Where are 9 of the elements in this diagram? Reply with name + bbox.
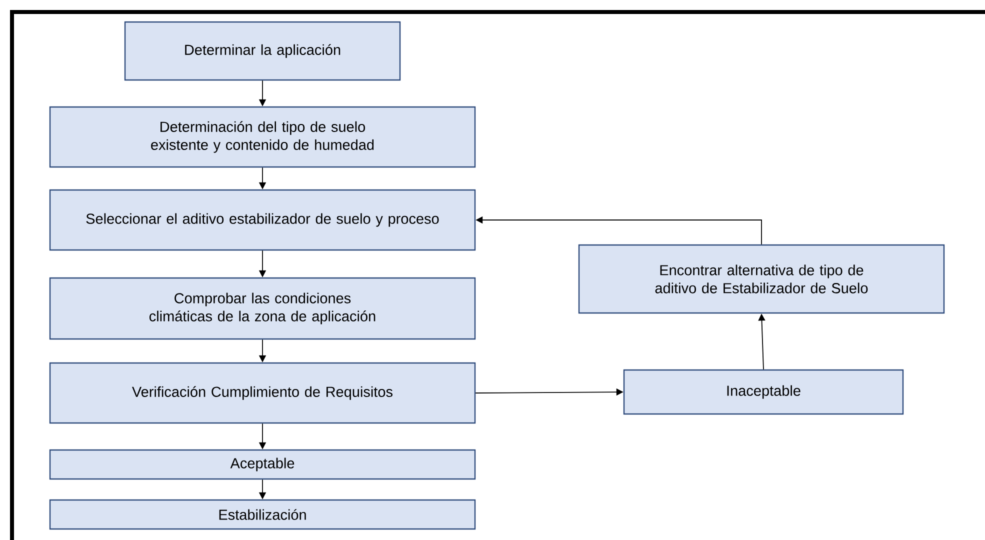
process-box: Comprobar las condiciones climáticas de la zona de aplicación: [49, 277, 476, 340]
process-box: Aceptable: [49, 449, 476, 480]
process-box: Seleccionar el aditivo estabilizador de suelo y proceso: [49, 189, 476, 251]
process-box: Determinar la aplicación: [124, 21, 401, 81]
process-box: Encontrar alternativa de tipo de aditivo de Estabilizador de Suelo: [578, 244, 945, 314]
process-box: Verificación Cumplimiento de Requisitos: [49, 362, 476, 424]
process-box: Determinación del tipo de suelo existente y contenido de humedad: [49, 106, 476, 168]
process-box: Estabilización: [49, 499, 476, 530]
process-box: Inaceptable: [623, 369, 904, 415]
